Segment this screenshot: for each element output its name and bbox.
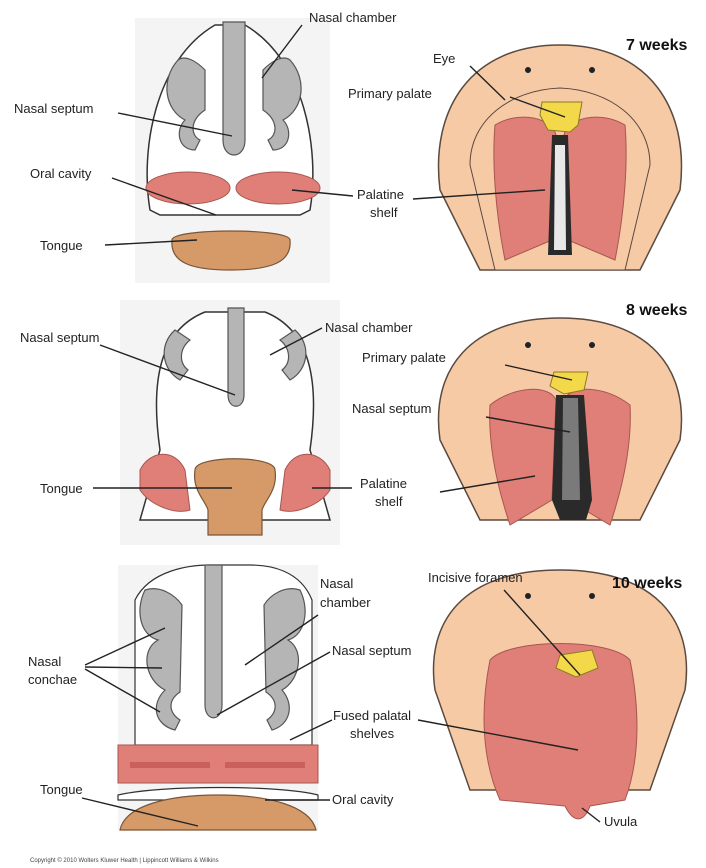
week10-left-nostril bbox=[525, 593, 531, 599]
week10-right-nostril bbox=[589, 593, 595, 599]
week8-label-nasal-septum-ventral: Nasal septum bbox=[352, 401, 431, 416]
week10-label-fused-shelves-1: Fused palatal bbox=[333, 708, 411, 723]
week8-left-nostril bbox=[525, 342, 531, 348]
week10-label-conchae-1: Nasal bbox=[28, 654, 61, 669]
week8-label-nasal-septum: Nasal septum bbox=[20, 330, 99, 345]
week10-label-incisive-foramen: Incisive foramen bbox=[428, 570, 523, 585]
week7-ventral-view bbox=[439, 45, 682, 270]
week10-shelf-seam-right bbox=[225, 762, 305, 768]
week8-stage-title: 8 weeks bbox=[626, 302, 687, 319]
week7-left-palatine-shelf bbox=[146, 172, 230, 204]
week8-coronal-section bbox=[120, 300, 340, 545]
week8-label-primary-palate: Primary palate bbox=[362, 350, 446, 365]
week10-label-uvula: Uvula bbox=[604, 814, 638, 829]
week7-label-nasal-septum: Nasal septum bbox=[14, 101, 93, 116]
week8-ventral-view bbox=[439, 318, 682, 525]
week10-label-nasal-chamber-2: chamber bbox=[320, 595, 371, 610]
week10-ventral-view bbox=[434, 570, 687, 819]
week7-right-palatine-shelf-ventral bbox=[564, 117, 626, 260]
copyright-notice: Copyright © 2010 Wolters Kluwer Health |… bbox=[30, 857, 219, 864]
week7-primary-palate bbox=[540, 102, 582, 132]
week7-label-nasal-chamber: Nasal chamber bbox=[309, 10, 397, 25]
week10-shelf-seam-left bbox=[130, 762, 210, 768]
week8-nasal-septum bbox=[228, 308, 244, 406]
week8-right-nostril bbox=[589, 342, 595, 348]
week7-label-palatine-shelf-2: shelf bbox=[370, 205, 398, 220]
week7-right-palatine-shelf bbox=[236, 172, 320, 204]
week10-label-nasal-chamber-1: Nasal bbox=[320, 576, 353, 591]
week7-label-tongue: Tongue bbox=[40, 238, 83, 253]
week8-label-palatine-shelf-1: Palatine bbox=[360, 476, 407, 491]
week7-left-palatine-shelf-ventral bbox=[494, 117, 556, 260]
week7-septum-in-gap bbox=[554, 145, 566, 250]
week10-stage-title: 10 weeks bbox=[612, 575, 682, 592]
week10-label-fused-shelves-2: shelves bbox=[350, 726, 395, 741]
week10-label-nasal-septum: Nasal septum bbox=[332, 643, 411, 658]
week10-label-tongue: Tongue bbox=[40, 782, 83, 797]
week10-nasal-septum bbox=[205, 565, 222, 718]
week8-label-palatine-shelf-2: shelf bbox=[375, 494, 403, 509]
week7-tongue bbox=[172, 231, 290, 270]
week8-label-nasal-chamber: Nasal chamber bbox=[325, 320, 413, 335]
week10-leader-conchae-middle bbox=[85, 667, 162, 668]
week7-label-primary-palate: Primary palate bbox=[348, 86, 432, 101]
week7-label-oral-cavity: Oral cavity bbox=[30, 166, 92, 181]
week10-label-oral-cavity: Oral cavity bbox=[332, 792, 394, 807]
week7-label-eye: Eye bbox=[433, 51, 455, 66]
week10-label-conchae-2: conchae bbox=[28, 672, 77, 687]
week7-label-palatine-shelf-1: Palatine bbox=[357, 187, 404, 202]
week8-label-tongue: Tongue bbox=[40, 481, 83, 496]
week7-right-nostril bbox=[589, 67, 595, 73]
week7-left-nostril bbox=[525, 67, 531, 73]
week7-stage-title: 7 weeks bbox=[626, 37, 687, 54]
week8-septum-ventral bbox=[562, 398, 580, 500]
week10-coronal-section bbox=[118, 565, 318, 830]
week7-coronal-section bbox=[135, 18, 330, 283]
